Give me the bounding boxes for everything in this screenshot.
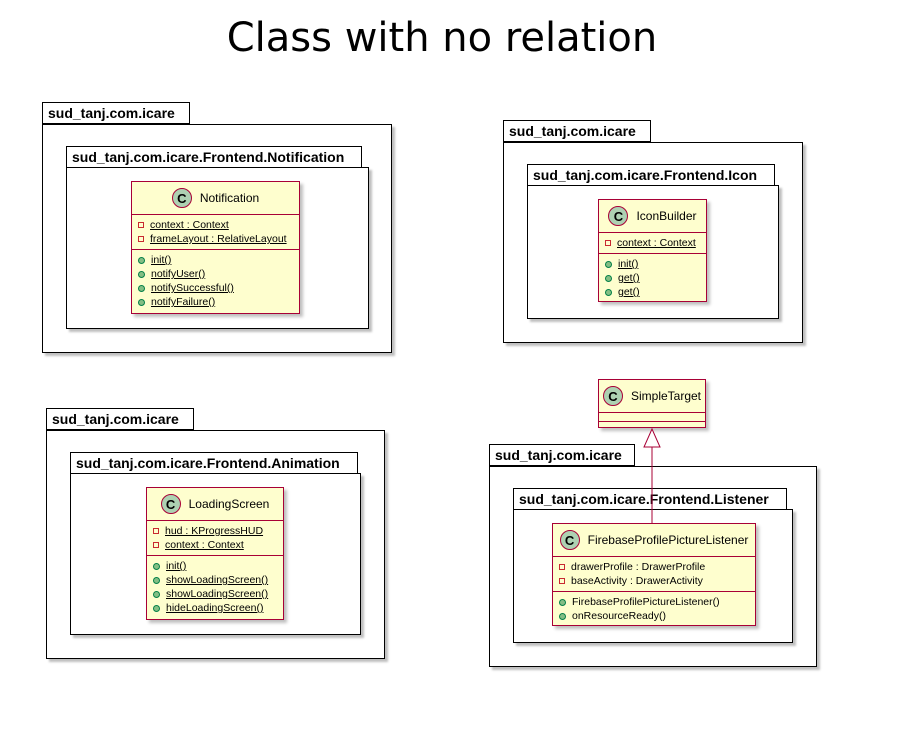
method-row: onResourceReady() — [559, 609, 749, 623]
field-row: context : Context — [605, 236, 700, 250]
package-outer-label: sud_tanj.com.icare — [489, 444, 635, 466]
package-inner-label: sud_tanj.com.icare.Frontend.Animation — [70, 452, 358, 474]
inheritance-arrowhead-icon — [643, 427, 661, 448]
public-marker-icon — [138, 284, 145, 292]
field-row: drawerProfile : DrawerProfile — [559, 560, 749, 574]
class-fields: context : Context — [599, 233, 706, 254]
field-row: baseActivity : DrawerActivity — [559, 574, 749, 588]
class-name: Notification — [199, 191, 260, 205]
package-inner-label: sud_tanj.com.icare.Frontend.Notification — [66, 146, 362, 168]
public-marker-icon — [138, 298, 145, 306]
method-row: notifyUser() — [138, 267, 293, 281]
public-marker-icon — [153, 590, 160, 598]
method-row: hideLoadingScreen() — [153, 601, 277, 615]
package-outer-label: sud_tanj.com.icare — [503, 120, 651, 142]
public-marker-icon — [559, 612, 566, 620]
class-fields: drawerProfile : DrawerProfile baseActivi… — [553, 557, 755, 592]
method-row: get() — [605, 271, 700, 285]
class-firebaseprofilepicturelistener[interactable]: C FirebaseProfilePictureListener drawerP… — [552, 523, 756, 626]
class-icon: C — [559, 530, 580, 550]
class-icon: C — [602, 386, 623, 406]
private-marker-icon — [605, 240, 611, 246]
public-marker-icon — [138, 270, 145, 278]
public-marker-icon — [559, 598, 566, 606]
class-name: LoadingScreen — [188, 497, 270, 511]
class-icon: C — [160, 494, 181, 514]
public-marker-icon — [153, 576, 160, 584]
field-row: hud : KProgressHUD — [153, 524, 277, 538]
class-icon: C — [171, 188, 192, 208]
class-fields — [599, 413, 705, 422]
private-marker-icon — [153, 528, 159, 534]
class-simpletarget[interactable]: C SimpleTarget — [598, 379, 706, 428]
private-marker-icon — [559, 578, 565, 584]
class-methods: init() showLoadingScreen() showLoadingSc… — [147, 556, 283, 618]
field-row: context : Context — [138, 218, 293, 232]
class-notification[interactable]: C Notification context : Context frameLa… — [131, 181, 300, 314]
method-row: notifyFailure() — [138, 295, 293, 309]
method-row: init() — [605, 257, 700, 271]
class-methods: init() get() get() — [599, 254, 706, 302]
method-row: init() — [138, 253, 293, 267]
method-row: FirebaseProfilePictureListener() — [559, 595, 749, 609]
private-marker-icon — [153, 542, 159, 548]
diagram-title: Class with no relation — [226, 15, 658, 61]
public-marker-icon — [605, 274, 612, 282]
class-loadingscreen[interactable]: C LoadingScreen hud : KProgressHUD conte… — [146, 487, 284, 620]
package-inner-label: sud_tanj.com.icare.Frontend.Listener — [513, 488, 787, 510]
class-name: FirebaseProfilePictureListener — [587, 533, 749, 547]
private-marker-icon — [138, 236, 144, 242]
class-fields: context : Context frameLayout : Relative… — [132, 215, 299, 250]
class-fields: hud : KProgressHUD context : Context — [147, 521, 283, 556]
class-methods — [599, 422, 705, 428]
class-methods: FirebaseProfilePictureListener() onResou… — [553, 592, 755, 626]
public-marker-icon — [153, 562, 160, 570]
package-inner-label: sud_tanj.com.icare.Frontend.Icon — [527, 164, 775, 186]
method-row: showLoadingScreen() — [153, 587, 277, 601]
method-row: showLoadingScreen() — [153, 573, 277, 587]
field-row: frameLayout : RelativeLayout — [138, 232, 293, 246]
class-name: IconBuilder — [636, 209, 697, 223]
private-marker-icon — [138, 222, 144, 228]
public-marker-icon — [605, 260, 612, 268]
method-row: get() — [605, 285, 700, 299]
public-marker-icon — [605, 288, 612, 296]
method-row: notifySuccessful() — [138, 281, 293, 295]
package-outer-label: sud_tanj.com.icare — [46, 408, 194, 430]
class-iconbuilder[interactable]: C IconBuilder context : Context init() g… — [598, 199, 707, 302]
field-row: context : Context — [153, 538, 277, 552]
public-marker-icon — [138, 256, 145, 264]
public-marker-icon — [153, 604, 160, 612]
package-outer-label: sud_tanj.com.icare — [42, 102, 190, 124]
private-marker-icon — [559, 564, 565, 570]
class-name: SimpleTarget — [630, 389, 702, 403]
class-icon: C — [608, 206, 629, 226]
method-row: init() — [153, 559, 277, 573]
class-methods: init() notifyUser() notifySuccessful() n… — [132, 250, 299, 312]
